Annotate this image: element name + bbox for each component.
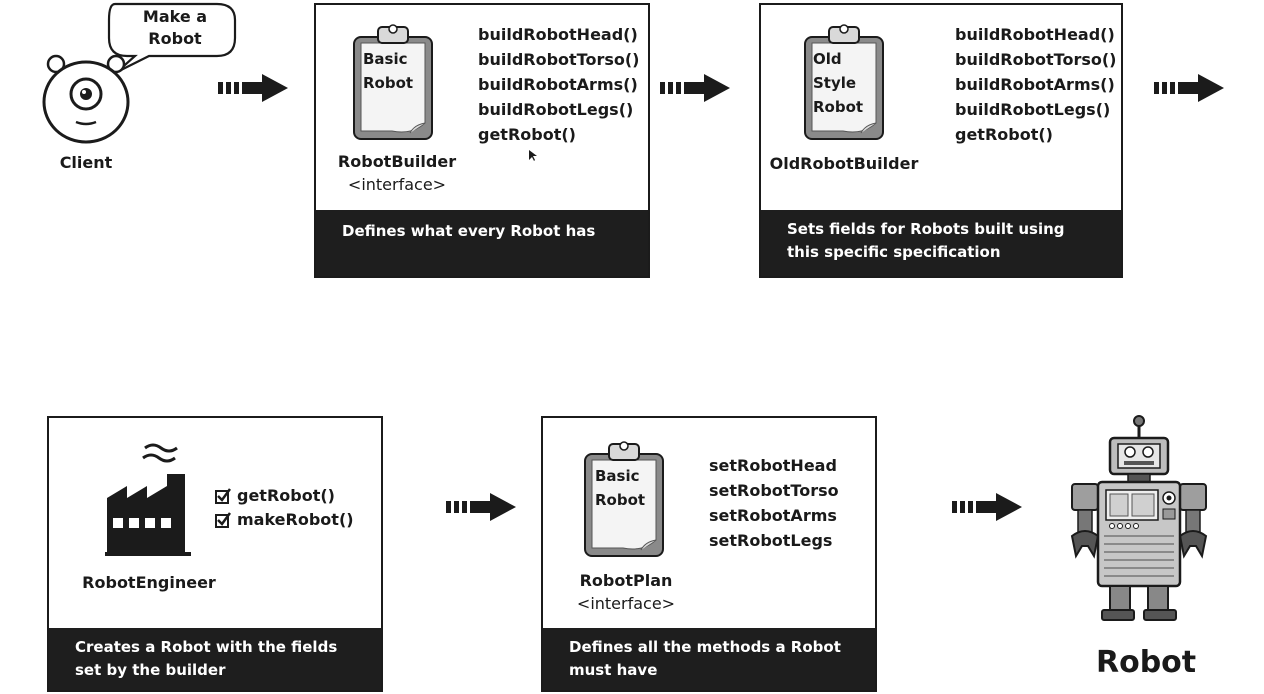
clipboard-icon: [584, 441, 664, 557]
clipboard-text: Basic Robot: [595, 464, 645, 512]
clipboard-text: Basic Robot: [363, 47, 413, 95]
stereotype: <interface>: [347, 175, 447, 194]
robot-builder-box: Basic Robot RobotBuilder <interface> bui…: [314, 3, 650, 278]
method: buildRobotHead(): [955, 25, 1115, 44]
checklist-item: makeRobot(): [215, 508, 354, 532]
arrow-right-icon: [218, 74, 288, 102]
robot-label: Robot: [1096, 645, 1197, 680]
one-eyed-monster-icon: [42, 54, 130, 144]
clipboard-text: Old Style Robot: [813, 47, 863, 119]
method: makeRobot(): [237, 510, 354, 529]
method: buildRobotLegs(): [955, 100, 1111, 119]
method: buildRobotLegs(): [478, 100, 634, 119]
arrow-right-icon: [660, 74, 730, 102]
clipboard-line: Old: [813, 50, 842, 68]
factory-icon: [105, 443, 191, 556]
caption: Defines what every Robot has: [316, 210, 648, 276]
arrow-right-icon: [952, 493, 1022, 521]
robot-engineer-box: getRobot() makeRobot() RobotEngineer Cre…: [47, 416, 383, 692]
method: buildRobotTorso(): [955, 50, 1117, 69]
method-list: buildRobotHead() buildRobotTorso() build…: [478, 22, 639, 147]
method-list: setRobotHead setRobotTorso setRobotArms …: [709, 453, 839, 553]
checklist-item: getRobot(): [215, 484, 354, 508]
arrow-right-icon: [446, 493, 516, 521]
method: buildRobotArms(): [478, 75, 638, 94]
robot-icon: [1070, 415, 1208, 621]
method: setRobotTorso: [709, 481, 839, 500]
mouse-cursor-icon: [529, 150, 537, 161]
robot-plan-box: Basic Robot RobotPlan <interface> setRob…: [541, 416, 877, 692]
method-checklist: getRobot() makeRobot(): [215, 484, 354, 532]
client-label: Client: [59, 153, 113, 172]
caption: Defines all the methods a Robot must hav…: [543, 628, 875, 690]
class-name: RobotBuilder: [337, 152, 457, 171]
clipboard-line: Robot: [595, 491, 646, 509]
clipboard-line: Style: [813, 74, 857, 92]
class-name: RobotEngineer: [82, 573, 216, 592]
method: setRobotLegs: [709, 531, 833, 550]
speech-bubble-text: Make a Robot: [142, 7, 208, 48]
method: buildRobotHead(): [478, 25, 638, 44]
method: buildRobotTorso(): [478, 50, 640, 69]
caption: Sets fields for Robots built using this …: [761, 210, 1121, 276]
clipboard-line: Basic: [363, 50, 408, 68]
speech-bubble: [107, 2, 237, 73]
stereotype: <interface>: [576, 594, 676, 613]
method: getRobot(): [955, 125, 1053, 144]
checkbox-checked-icon: [215, 512, 231, 528]
clipboard-line: Robot: [813, 98, 864, 116]
arrow-right-icon: [1154, 74, 1224, 102]
client: Make a Robot Client: [40, 0, 250, 190]
clipboard-line: Robot: [363, 74, 414, 92]
caption: Creates a Robot with the fields set by t…: [49, 628, 381, 690]
method: buildRobotArms(): [955, 75, 1115, 94]
method: getRobot(): [237, 486, 335, 505]
method: setRobotArms: [709, 506, 837, 525]
class-name: OldRobotBuilder: [769, 154, 919, 173]
old-robot-builder-box: Old Style Robot OldRobotBuilder buildRob…: [759, 3, 1123, 278]
method: getRobot(): [478, 125, 576, 144]
clipboard-icon: [353, 24, 433, 140]
clipboard-line: Basic: [595, 467, 640, 485]
checkbox-checked-icon: [215, 488, 231, 504]
method-list: buildRobotHead() buildRobotTorso() build…: [955, 22, 1116, 147]
class-name: RobotPlan: [579, 571, 673, 590]
method: setRobotHead: [709, 456, 837, 475]
clipboard-icon: [804, 24, 884, 140]
